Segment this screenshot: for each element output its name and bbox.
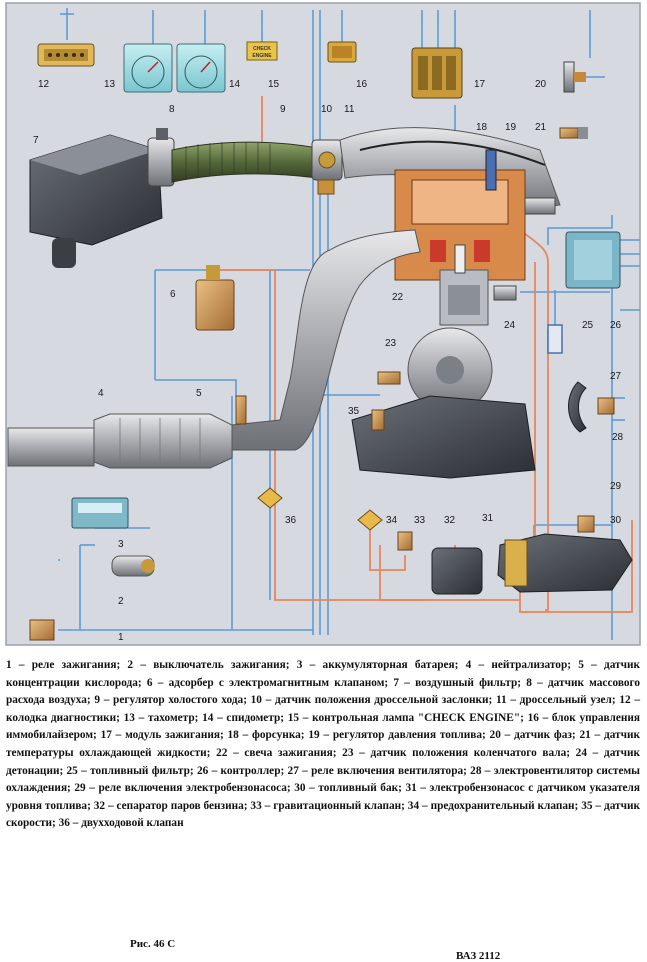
crankshaft-pulley [407, 327, 493, 413]
ignition-relay [29, 619, 55, 641]
catalytic-converter [7, 413, 233, 469]
engine-system-diagram: CHECK ENGINE [5, 2, 641, 646]
label-19: 19 [505, 122, 517, 133]
fuel-injector [485, 149, 497, 191]
label-34: 34 [386, 515, 398, 526]
label-4: 4 [98, 388, 104, 399]
label-25: 25 [582, 320, 594, 331]
label-18: 18 [476, 122, 488, 133]
safety-valve [357, 509, 383, 531]
fuel-pump-relay [577, 515, 595, 533]
vapor-separator [431, 547, 483, 595]
label-8: 8 [169, 104, 175, 115]
coolant-temp-sensor [559, 127, 588, 139]
label-10: 10 [321, 104, 333, 115]
check-engine-lamp: CHECK ENGINE [246, 41, 278, 61]
controller-ecu [565, 231, 621, 289]
label-6: 6 [170, 289, 176, 300]
label-12: 12 [38, 79, 50, 90]
label-27: 27 [610, 371, 622, 382]
label-21: 21 [535, 122, 547, 133]
label-35: 35 [348, 406, 360, 417]
legend-caption: 1 – реле зажигания; 2 – выключатель зажи… [6, 659, 640, 830]
diagnostic-connector [37, 43, 95, 67]
label-2: 2 [118, 596, 124, 607]
speed-sensor [371, 409, 385, 431]
mass-air-flow-sensor [147, 128, 175, 187]
label-11: 11 [344, 104, 355, 115]
knock-sensor [493, 285, 517, 301]
crankshaft-position-sensor [377, 371, 401, 385]
label-9: 9 [280, 104, 286, 115]
intake-hose [171, 141, 319, 183]
label-16: 16 [356, 79, 368, 90]
label-29: 29 [610, 481, 622, 492]
engine-block [394, 169, 526, 326]
tachometer [123, 43, 173, 93]
exhaust-pipe [231, 229, 421, 451]
fuel-tank [497, 533, 633, 593]
label-1: 1 [118, 632, 124, 643]
gravity-valve [397, 531, 413, 551]
label-22: 22 [392, 292, 404, 303]
label-20: 20 [535, 79, 547, 90]
throttle-body [311, 139, 343, 195]
label-31: 31 [482, 513, 494, 524]
label-33: 33 [414, 515, 426, 526]
label-17: 17 [474, 79, 486, 90]
label-28: 28 [612, 432, 624, 443]
fan-relay [597, 397, 615, 415]
fuel-pump [504, 539, 528, 587]
fuel-pressure-regulator [524, 197, 556, 215]
immobilizer-unit [327, 41, 357, 63]
phase-sensor [563, 61, 605, 93]
figure-title-right: ВАЗ 2112 [456, 950, 501, 962]
air-filter [29, 134, 163, 268]
label-14: 14 [229, 79, 241, 90]
ignition-module [411, 47, 463, 99]
oxygen-sensor [235, 395, 247, 425]
fuel-filter [547, 324, 563, 354]
label-24: 24 [504, 320, 516, 331]
gearbox [351, 395, 536, 479]
adsorber [195, 265, 235, 331]
label-23: 23 [385, 338, 397, 349]
svg-text:CHECK: CHECK [253, 46, 271, 52]
label-13: 13 [104, 79, 116, 90]
label-26: 26 [610, 320, 622, 331]
label-7: 7 [33, 135, 39, 146]
label-36: 36 [285, 515, 297, 526]
label-3: 3 [118, 539, 124, 550]
label-32: 32 [444, 515, 456, 526]
svg-text:ENGINE: ENGINE [252, 53, 272, 59]
cooling-fan [568, 381, 587, 433]
speedometer [176, 43, 226, 93]
figure-title: Рис. 46 С ВАЗ 2112 [0, 926, 647, 962]
ignition-switch [111, 555, 155, 577]
battery [71, 497, 129, 529]
label-5: 5 [196, 388, 202, 399]
two-way-valve [257, 487, 283, 509]
label-30: 30 [610, 515, 622, 526]
callout-labels: 1 2 3 4 5 6 7 8 9 10 11 12 13 14 15 16 1… [33, 79, 624, 643]
label-15: 15 [268, 79, 280, 90]
